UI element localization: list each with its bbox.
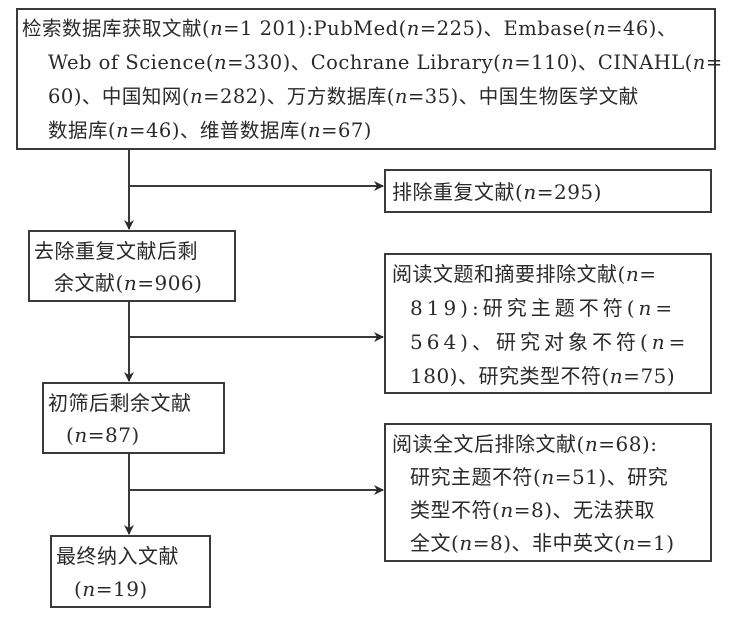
node-text-line: 检索数据库获取文献(n=1 201):PubMed(n=225)、Embase(…	[22, 17, 677, 40]
node-text-line: 564)、研究对象不符(n=	[410, 330, 690, 354]
node-text-line: 研究主题不符(n=51)、研究	[410, 465, 669, 489]
node-text-line: (n=19)	[74, 577, 148, 601]
node-included: 最终纳入文献 (n=19)	[50, 535, 211, 608]
node-text-line: 排除重复文献(n=295)	[392, 180, 602, 204]
node-identified: 检索数据库获取文献(n=1 201):PubMed(n=225)、Embase(…	[16, 8, 722, 150]
node-text-line: 类型不符(n=8)、无法获取	[410, 498, 655, 522]
node-text-line: 数据库(n=46)、维普数据库(n=67)	[48, 119, 372, 142]
node-text-line: 初筛后剩余文献	[48, 391, 192, 415]
node-text-line: 60)、中国知网(n=282)、万方数据库(n=35)、中国生物医学文献	[48, 85, 639, 108]
node-text-line: (n=87)	[66, 423, 140, 447]
node-text-line: 阅读文题和摘要排除文献(n=	[392, 262, 657, 286]
node-text-line: 819):研究主题不符(n=	[410, 296, 677, 320]
node-text-line: 全文(n=8)、非中英文(n=1)	[410, 531, 675, 555]
node-after-screening: 初筛后剩余文献 (n=87)	[42, 382, 225, 454]
node-text-line: 阅读全文后排除文献(n=68):	[392, 432, 658, 456]
node-fulltext-excluded: 阅读全文后排除文献(n=68): 研究主题不符(n=51)、研究 类型不符(n=…	[384, 423, 712, 562]
node-after-dedup: 去除重复文献后剩 余文献(n=906)	[28, 230, 236, 302]
node-text-line: 最终纳入文献	[56, 544, 179, 568]
node-duplicates-removed: 排除重复文献(n=295)	[384, 169, 712, 213]
node-text-line: 180)、研究类型不符(n=75)	[410, 364, 676, 388]
node-text-line: 去除重复文献后剩	[34, 239, 198, 263]
node-title-abstract-excluded: 阅读文题和摘要排除文献(n= 819):研究主题不符(n= 564)、研究对象不…	[384, 253, 712, 394]
node-text-line: 余文献(n=906)	[54, 271, 203, 295]
node-text-line: Web of Science(n=330)、Cochrane Library(n…	[48, 51, 723, 74]
